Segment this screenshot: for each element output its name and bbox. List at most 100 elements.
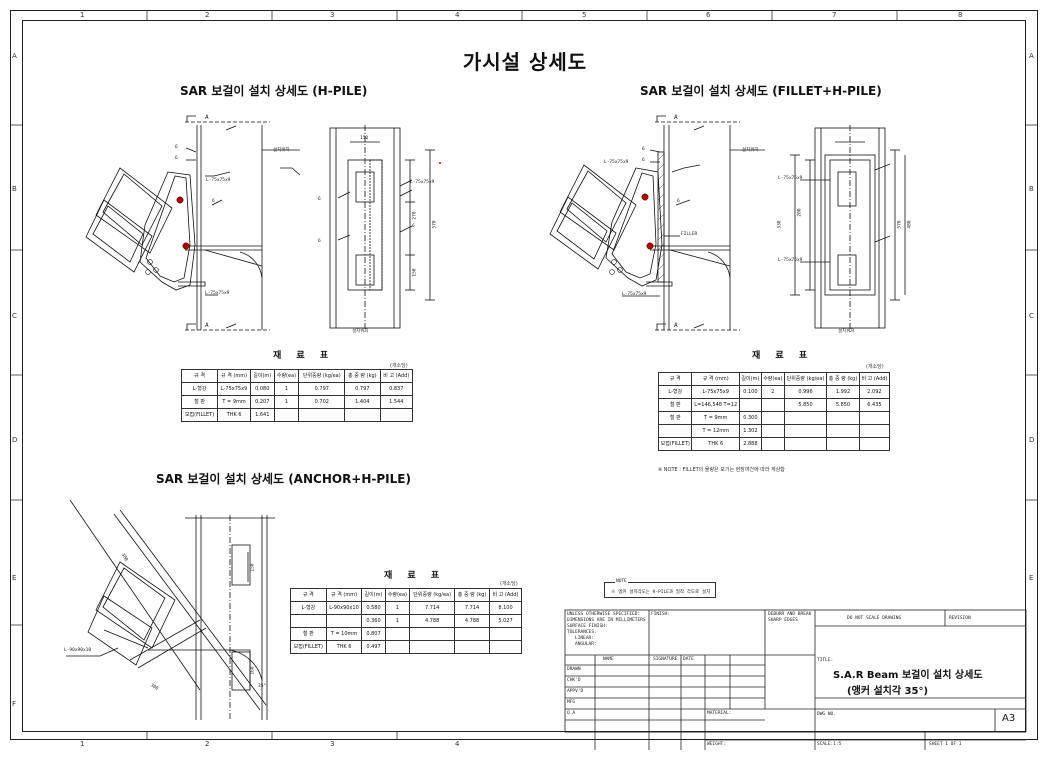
tb-unless: UNLESS OTHERWISE SPECIFIED: (567, 612, 641, 617)
col-label: 3 (330, 740, 335, 748)
position-label: 설치위치 (273, 148, 290, 153)
row-label: B (12, 185, 17, 193)
tb-sheet: SHEET 1 OF 1 (929, 742, 962, 747)
angle-label: L-75x75x9 (206, 178, 231, 183)
weld-label: 6 (412, 224, 415, 229)
col-label: 5 (582, 11, 587, 19)
tb-drawn: DRAWN (567, 667, 581, 672)
col-label: 2 (205, 11, 210, 19)
tb-dwg-no: DWG NO. (817, 712, 836, 717)
col-label: 2 (205, 740, 210, 748)
angle-label: L-75x75x9 (205, 291, 230, 296)
note-heading: NOTE (615, 579, 628, 584)
col-label: 1 (80, 11, 85, 19)
filler-label: FILLER (681, 232, 698, 237)
row-label: E (1029, 574, 1034, 582)
tb-qa: Q.A (567, 711, 576, 716)
drawing-title-fillet: SAR 보걸이 설치 상세도 (FILLET+H-PILE) (640, 84, 882, 98)
col-label: 7 (832, 11, 837, 19)
tb-date: DATE (683, 657, 694, 662)
weld-label: 6 (677, 199, 680, 204)
tb-noscale: DO NOT SCALE DRAWING (847, 616, 902, 621)
title-block: UNLESS OTHERWISE SPECIFIED: DIMENSIONS A… (564, 609, 1027, 750)
weld-label: 6 (175, 145, 178, 150)
row-label: F (12, 700, 17, 708)
tb-angular: ANGULAR: (575, 642, 597, 647)
col-label: 4 (455, 740, 460, 748)
row-label: C (12, 312, 17, 320)
angle-label: L-75x75x9 (604, 160, 629, 165)
row-label: C (1029, 312, 1034, 320)
drawing-title-hpile: SAR 보걸이 설치 상세도 (H-PILE) (180, 84, 368, 98)
material-table-title: 재 료 표 (273, 351, 335, 361)
section-mark: A (674, 114, 678, 121)
tb-deburr: DEBURR AND BREAK SHARP EDGES (768, 612, 812, 623)
position-label: 설치위치 (742, 148, 759, 153)
drawing-frame (22, 20, 1026, 732)
title-block-grid (564, 609, 1027, 750)
angle-label: L-75x75x9 (622, 292, 647, 297)
tb-revision: REVISION (949, 616, 971, 621)
tb-apprvd: APPV'D (567, 689, 584, 694)
weld-label: 6 (318, 197, 321, 202)
tb-material: MATERIAL: (707, 711, 732, 716)
row-label: A (12, 52, 17, 60)
position-label: 설치위치 (352, 329, 369, 334)
dimension-label: 160 (250, 666, 256, 675)
angle-label: L-90x90x10 (64, 648, 92, 653)
position-label: 설치위치 (838, 329, 855, 334)
tb-tolerances: TOLERANCES: (567, 630, 597, 635)
unit-label: (개소당) (866, 364, 884, 370)
dimension-label: 35° (258, 684, 267, 689)
weld-label: 6 (318, 239, 321, 244)
section-mark: A (205, 322, 209, 329)
tb-mfg: MFG (567, 700, 576, 705)
weld-label: 6 (642, 147, 645, 152)
row-label: D (12, 436, 18, 444)
col-label: 3 (330, 11, 335, 19)
angle-label: L-75x75x9 (778, 258, 803, 263)
weld-label: 6 (642, 158, 645, 163)
drawing-title-line1: S.A.R Beam 보걸이 설치 상세도 (833, 670, 983, 681)
tb-chkd: CHK'D (567, 678, 581, 683)
col-label: 6 (706, 11, 711, 19)
tb-signature: SIGNATURE (653, 657, 678, 662)
tb-surface: SURFACE FINISH: (567, 624, 608, 629)
material-table-title: 재 료 표 (384, 571, 446, 581)
note-text: ※ 앵커 설치각도는 H-PILE과 밀착 각도로 설치 (611, 590, 711, 595)
section-mark: A (674, 322, 678, 329)
unit-label: (개소당) (390, 363, 408, 369)
tb-dims: DIMENSIONS ARE IN MILLIMETERS (567, 618, 646, 623)
drawing-title-line2: (앵커 설치각 35°) (847, 686, 929, 697)
dimension-label: 150 (360, 136, 369, 141)
angle-label: L-75x75x9 (778, 176, 803, 181)
unit-label: (개소당) (500, 581, 518, 587)
angle-label: L-75x75x9 (410, 180, 435, 185)
sheet-title: 가시설 상세도 (462, 50, 588, 74)
tb-scale: SCALE:1:5 (817, 742, 842, 747)
row-label: D (1029, 436, 1035, 444)
material-table-title: 재 료 표 (752, 351, 814, 361)
note-box: NOTE ※ 앵커 설치각도는 H-PILE과 밀착 각도로 설치 (604, 579, 716, 598)
col-label: 1 (80, 740, 85, 748)
tb-size: A3 (1002, 713, 1016, 724)
row-label: E (12, 574, 17, 582)
